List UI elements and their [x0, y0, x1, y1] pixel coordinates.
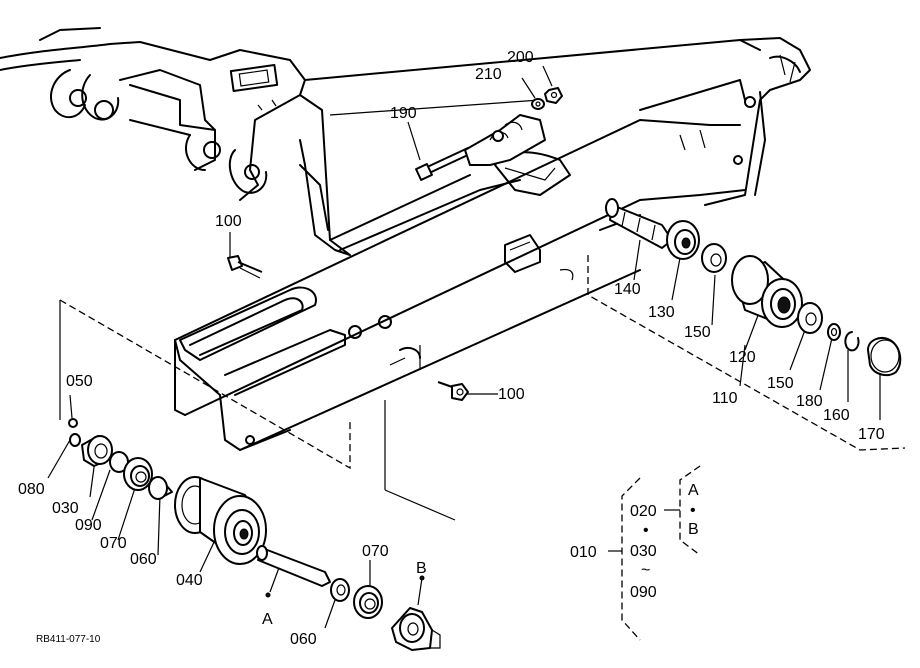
assembly-group-legend — [608, 465, 701, 641]
callout-040: 040 — [176, 572, 203, 589]
callout-060: 060 — [130, 551, 157, 568]
callout-030: 030 — [52, 500, 79, 517]
cover-030 — [81, 435, 113, 467]
seal-070 — [123, 457, 153, 491]
drawing-code: RB411-077-10 — [36, 634, 101, 645]
callout-150: 150 — [684, 324, 711, 341]
roller-120 — [731, 255, 803, 328]
callout-010: 010 — [570, 544, 597, 561]
callout-150b: 150 — [767, 375, 794, 392]
roller-040 — [174, 476, 267, 565]
collar-150 — [701, 243, 727, 273]
callout-020: 020 — [630, 503, 657, 520]
bushing-060 — [148, 476, 173, 500]
ref-b-group: B — [688, 521, 699, 538]
callout-160: 160 — [823, 407, 850, 424]
bolt-100-upper — [227, 255, 263, 273]
frame-structure — [0, 27, 811, 256]
bracket-b — [391, 607, 441, 651]
nut-200 — [544, 87, 563, 104]
legend-tilde: ~ — [641, 562, 650, 579]
ref-b-bracket: B — [416, 560, 427, 577]
callout-030b: 030 — [630, 543, 657, 560]
callout-180: 180 — [796, 393, 823, 410]
callout-080: 080 — [18, 481, 45, 498]
seal-070b — [353, 585, 383, 619]
callout-070b: 070 — [362, 543, 389, 560]
callout-060b: 060 — [290, 631, 317, 648]
callout-090b: 090 — [630, 584, 657, 601]
cap-170 — [867, 337, 902, 377]
callout-210: 210 — [475, 66, 502, 83]
roller-bracket — [464, 114, 546, 166]
callout-130: 130 — [648, 304, 675, 321]
callout-120: 120 — [729, 349, 756, 366]
o-ring-080 — [69, 433, 81, 447]
leader-lines — [47, 65, 906, 629]
callout-110: 110 — [712, 390, 738, 407]
callout-labels: 200 210 190 100 100 140 130 150 120 110 … — [18, 49, 885, 648]
legend-bullet-2: • — [690, 502, 696, 519]
callout-100-upper: 100 — [215, 213, 242, 230]
callout-100-lower: 100 — [498, 386, 525, 403]
callout-140: 140 — [614, 281, 641, 298]
collar-150b — [797, 302, 823, 334]
bolt-190 — [415, 147, 471, 181]
callout-050: 050 — [66, 373, 93, 390]
callout-190: 190 — [390, 105, 417, 122]
seal-130 — [666, 220, 700, 260]
shaft-a — [256, 545, 331, 587]
carrier-roller-assembly — [415, 87, 902, 377]
shaft-140 — [605, 198, 673, 249]
ref-a-group: A — [688, 482, 699, 499]
washer-210 — [531, 98, 545, 110]
track-roller-assembly — [68, 418, 441, 651]
bushing-060b — [330, 578, 350, 602]
callout-070: 070 — [100, 535, 127, 552]
callout-200: 200 — [507, 49, 534, 66]
callout-090: 090 — [75, 517, 102, 534]
ref-a-shaft: A — [262, 611, 273, 628]
snap-ring-160 — [844, 331, 860, 352]
callout-170: 170 — [858, 426, 885, 443]
legend-bullet-1: • — [643, 522, 649, 539]
washer-180 — [827, 323, 841, 341]
bolt-100-lower — [437, 381, 469, 401]
plug-050 — [68, 418, 78, 428]
